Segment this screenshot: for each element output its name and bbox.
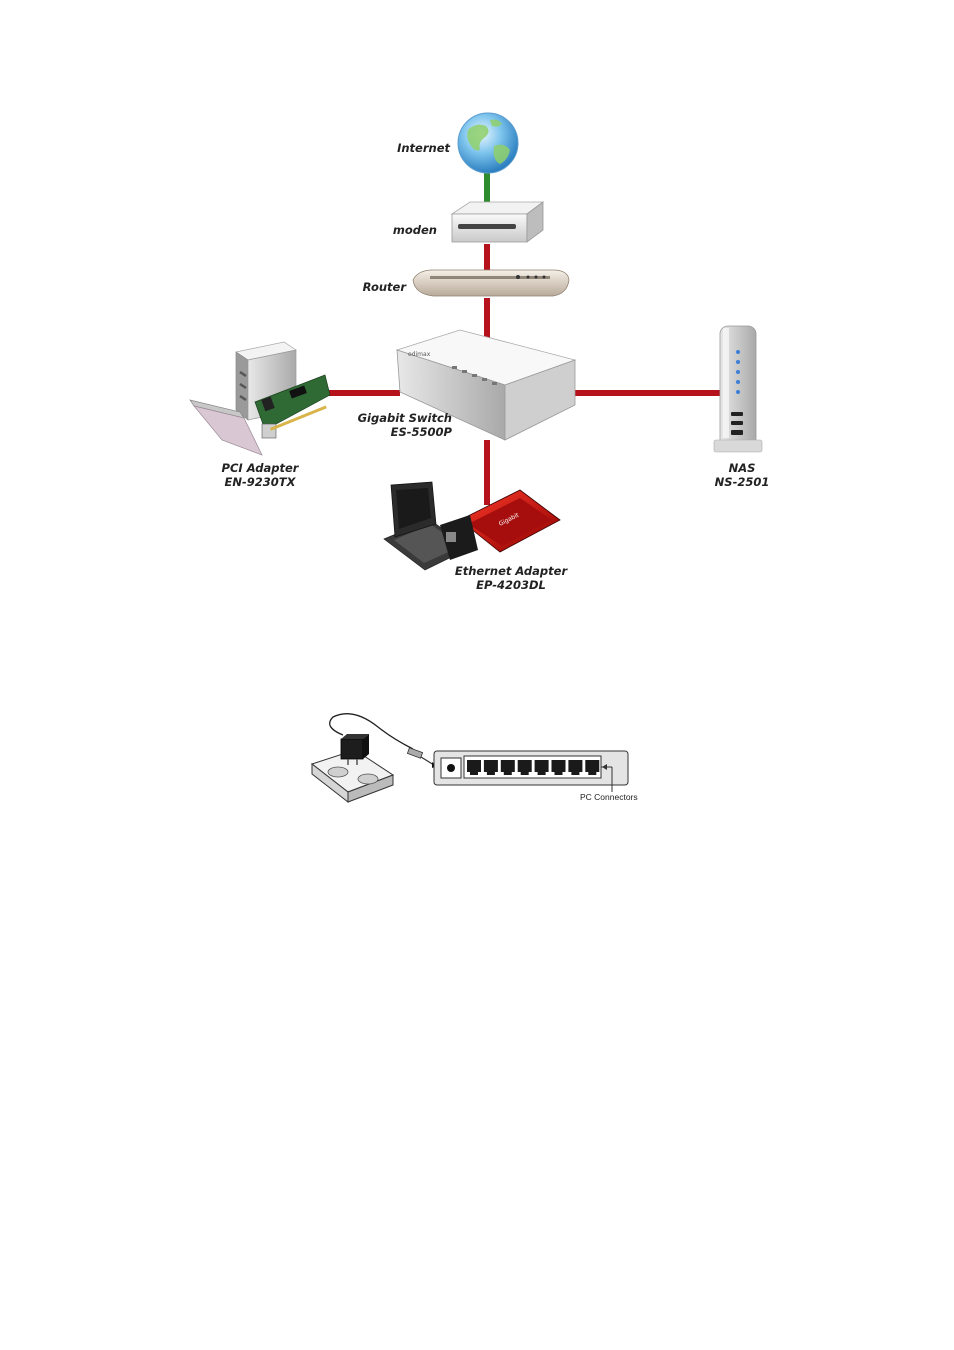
power-jack-icon xyxy=(447,764,455,772)
ethernet-label: Ethernet Adapter EP-4203DL xyxy=(446,564,576,592)
modem-label: moden xyxy=(340,223,437,237)
ethernet-label-name: Ethernet Adapter xyxy=(446,564,576,578)
modem-icon xyxy=(452,202,543,242)
globe-icon xyxy=(458,113,518,173)
pci-label: PCI Adapter EN-9230TX xyxy=(208,461,312,489)
switch-rear-panel xyxy=(434,751,628,792)
router-label: Router xyxy=(320,280,406,294)
pci-label-name: PCI Adapter xyxy=(208,461,312,475)
ethernet-label-model: EP-4203DL xyxy=(446,578,576,592)
internet-label: Internet xyxy=(360,141,450,155)
switch-label: Gigabit Switch ES-5500P xyxy=(340,411,452,439)
nas-icon xyxy=(714,326,762,452)
pci-label-model: EN-9230TX xyxy=(208,475,312,489)
nas-label-model: NS-2501 xyxy=(704,475,780,489)
switch-label-name: Gigabit Switch xyxy=(340,411,452,425)
svg-text:edimax: edimax xyxy=(408,351,431,358)
nas-label-name: NAS xyxy=(704,461,780,475)
switch-label-model: ES-5500P xyxy=(340,425,452,439)
ethernet-card-icon: Gigabit xyxy=(440,490,560,560)
power-plug-icon xyxy=(407,748,437,768)
router-icon xyxy=(413,270,569,296)
pc-connectors-label: PC Connectors xyxy=(580,792,638,802)
nas-label: NAS NS-2501 xyxy=(704,461,780,489)
